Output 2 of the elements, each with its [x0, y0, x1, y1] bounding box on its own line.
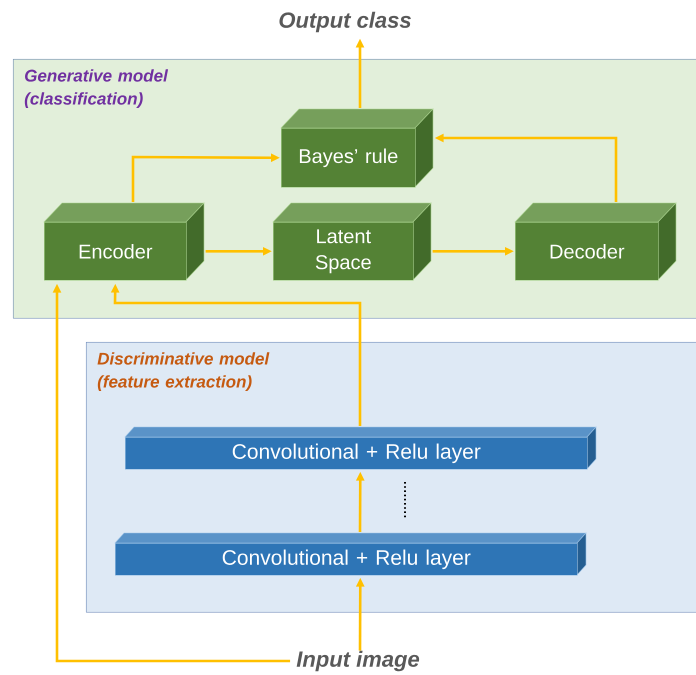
caption-text: Input image [296, 650, 420, 672]
caption-text: Output class [279, 12, 411, 32]
